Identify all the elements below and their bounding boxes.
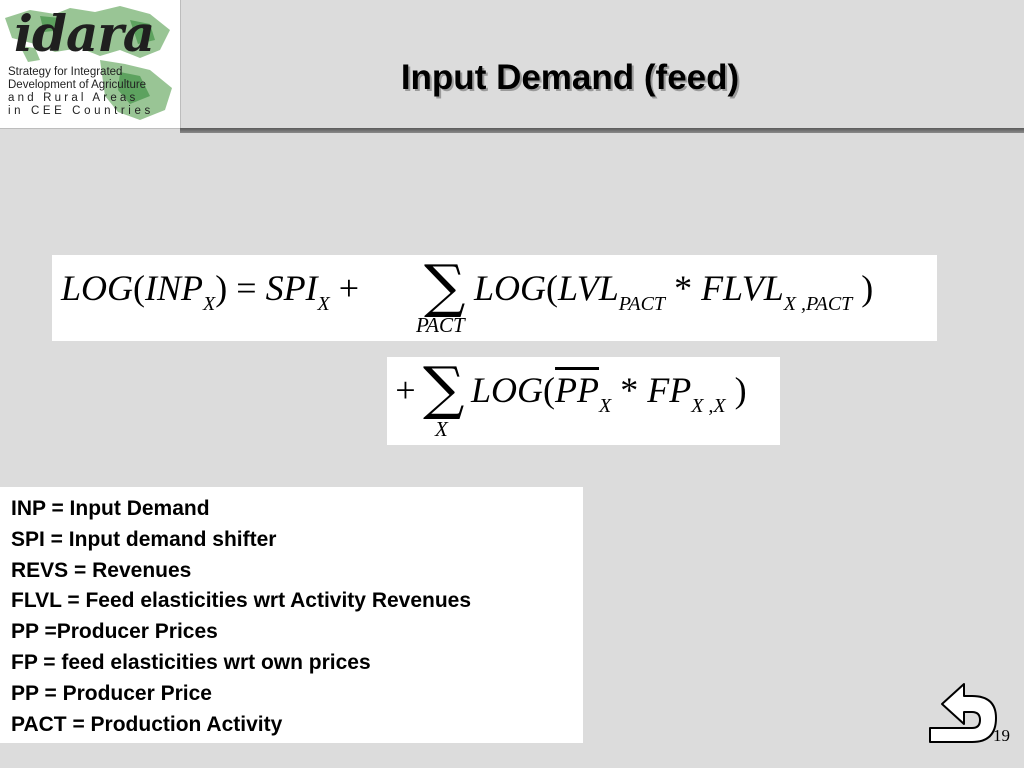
lvl-variable: LVL — [558, 268, 619, 308]
open-paren: ( — [543, 370, 556, 410]
logo: idara Strategy for Integrated Developmen… — [0, 0, 181, 129]
plus-sign: + — [338, 268, 360, 308]
inp-subscript: X — [203, 293, 216, 315]
close-paren: ) — [215, 268, 228, 308]
logo-tagline-line-4: in CEE Countries — [8, 105, 154, 117]
fp-variable: FP — [647, 370, 692, 410]
open-paren: ( — [546, 268, 559, 308]
log-function: LOG — [474, 268, 547, 308]
slide-title: Input Demand (feed) — [400, 58, 740, 97]
equals-sign: = — [236, 268, 257, 308]
summation-symbol: ∑ — [424, 252, 466, 320]
definition-item: SPI = Input demand shifter — [11, 527, 277, 551]
equation-lhs: LOG(INPX) = SPIX + — [61, 267, 360, 315]
flvl-subscript: X ,PACT — [783, 293, 853, 315]
definitions-list: INP = Input Demand SPI = Input demand sh… — [0, 487, 583, 740]
logo-tagline-line-1: Strategy for Integrated — [8, 66, 123, 78]
spi-variable: SPI — [265, 268, 318, 308]
flvl-variable: FLVL — [701, 268, 784, 308]
log-function: LOG — [471, 370, 544, 410]
summation-index: X — [435, 417, 448, 441]
plus-sign: + — [393, 370, 418, 410]
pp-subscript: X — [599, 395, 612, 417]
lvl-subscript: PACT — [618, 293, 666, 315]
logo-wordmark: idara — [14, 4, 155, 63]
title-divider — [180, 128, 1024, 133]
definitions-box: INP = Input Demand SPI = Input demand sh… — [0, 487, 583, 743]
definition-item: PP = Producer Price — [11, 681, 212, 705]
summation-index: PACT — [416, 313, 465, 337]
log-function: LOG — [61, 268, 134, 308]
open-paren: ( — [133, 268, 146, 308]
multiply-sign: * — [674, 268, 693, 308]
summation-symbol: ∑ — [423, 354, 465, 422]
equation-rhs: LOG(PPX * FPX ,X ) — [471, 369, 747, 417]
europe-map-graphic — [5, 6, 172, 120]
logo-tagline-line-3: and Rural Areas — [8, 92, 139, 104]
definition-item: INP = Input Demand — [11, 497, 210, 520]
close-paren: ) — [734, 370, 747, 410]
logo-tagline-line-2: Development of Agriculture — [8, 79, 147, 91]
return-button[interactable] — [928, 682, 1000, 752]
return-arrow-icon — [929, 683, 997, 743]
definition-item: PACT = Production Activity — [11, 712, 283, 736]
multiply-sign: * — [620, 370, 639, 410]
pp-variable: PP — [555, 370, 600, 410]
close-paren: ) — [861, 268, 874, 308]
fp-subscript: X ,X — [691, 395, 726, 417]
definition-item: PP =Producer Prices — [11, 620, 218, 644]
definition-item: REVS = Revenues — [11, 558, 192, 582]
spi-subscript: X — [317, 293, 330, 315]
definition-item: FP = feed elasticities wrt own prices — [11, 650, 371, 674]
equation-rhs: LOG(LVLPACT * FLVLX ,PACT ) — [474, 267, 874, 315]
equation-line-2: + ∑ X LOG(PPX * FPX ,X ) — [387, 357, 780, 445]
definition-item: FLVL = Feed elasticities wrt Activity Re… — [11, 589, 472, 613]
equation-line-1: LOG(INPX) = SPIX + ∑ PACT LOG(LVLPACT * … — [52, 255, 937, 341]
inp-variable: INP — [145, 268, 204, 308]
page-number: 19 — [993, 726, 1010, 745]
